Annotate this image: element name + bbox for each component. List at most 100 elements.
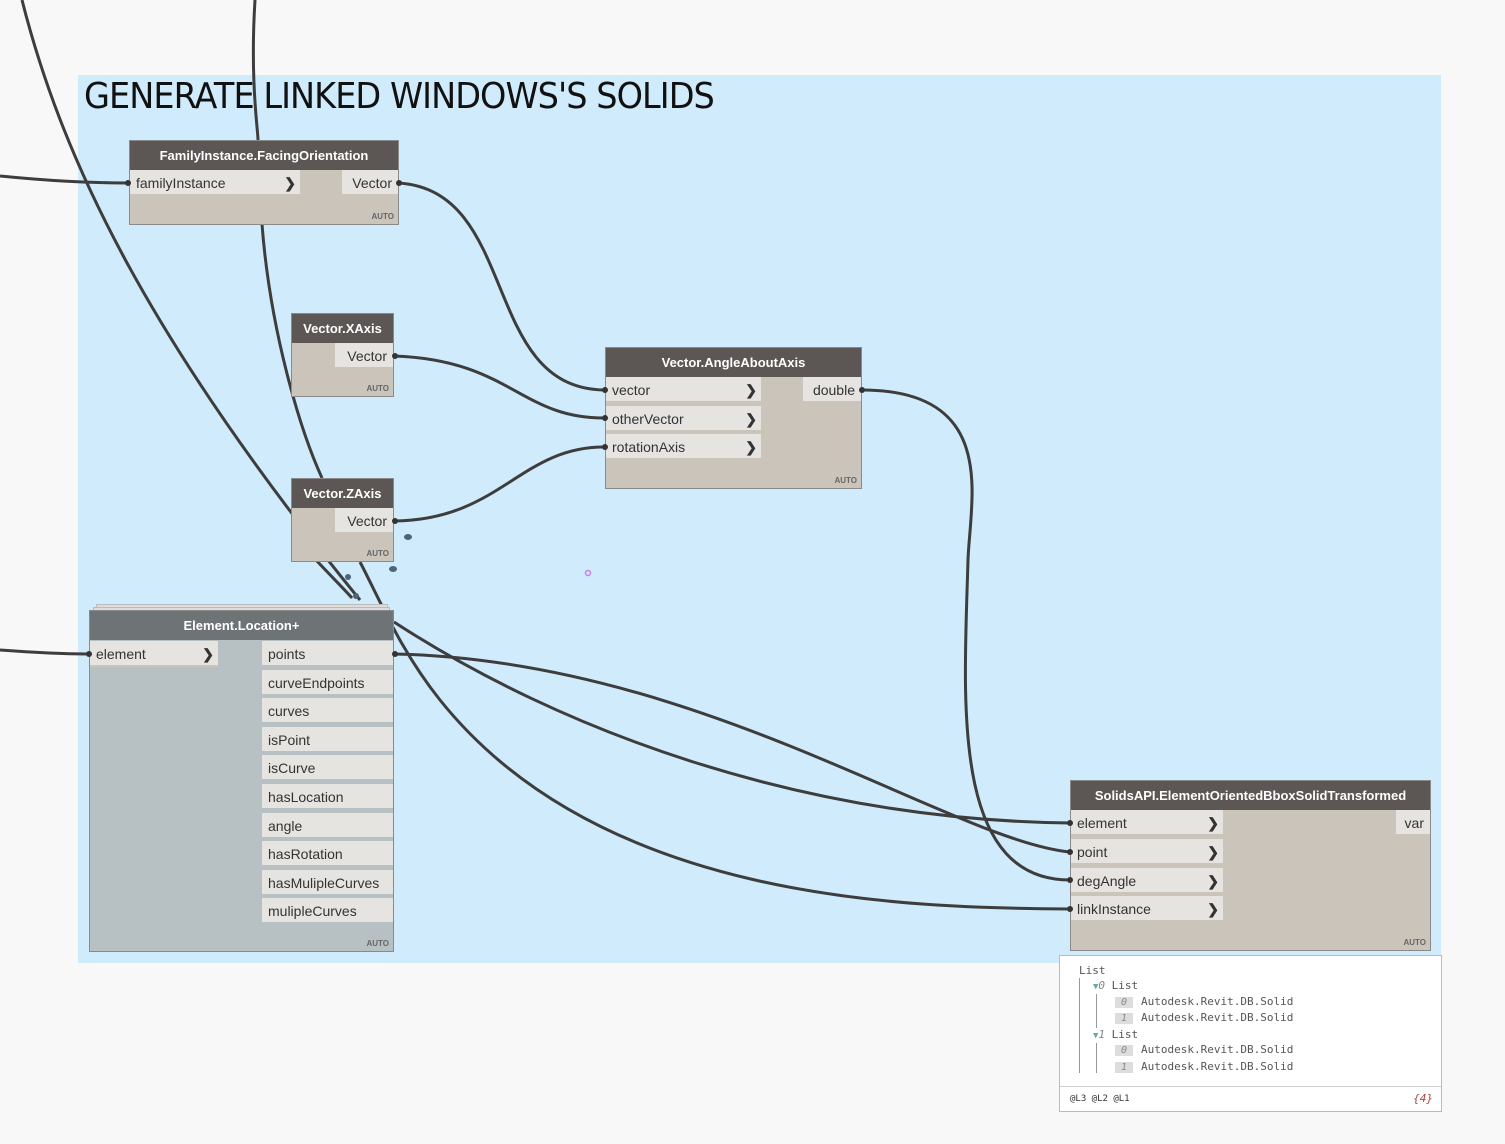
chevron-right-icon: ❯ (1207, 901, 1219, 917)
node-element-location[interactable]: Element.Location+ element ❯ points curve… (89, 610, 394, 952)
preview-item-value: Autodesk.Revit.DB.Solid (1141, 995, 1294, 1008)
output-port-hasrotation[interactable]: hasRotation (262, 841, 393, 867)
port-label: point (1077, 844, 1108, 860)
lacing-label: AUTO (366, 384, 389, 393)
port-label: element (96, 646, 146, 662)
node-title: SolidsAPI.ElementOrientedBboxSolidTransf… (1071, 781, 1430, 810)
preview-item-index: 0 (1115, 1045, 1133, 1056)
wire-in-element (0, 648, 89, 656)
preview-footer: @L3 @L2 @L1 {4} (1060, 1086, 1441, 1111)
output-port-iscurve[interactable]: isCurve (262, 755, 393, 781)
port-label: Vector (347, 348, 387, 364)
output-port-points[interactable]: points (262, 641, 393, 667)
preview-root-label: List (1079, 964, 1106, 977)
port-label: curves (268, 703, 310, 719)
port-label: rotationAxis (612, 439, 686, 455)
preview-item-index: 0 (1115, 997, 1133, 1008)
input-port-othervector[interactable]: otherVector ❯ (606, 406, 761, 432)
port-pin (396, 180, 402, 186)
output-port-haslocation[interactable]: hasLocation (262, 784, 393, 810)
preview-list-index: 1 (1098, 1028, 1106, 1041)
input-port-degangle[interactable]: degAngle ❯ (1071, 868, 1223, 894)
port-pin (86, 651, 92, 657)
preview-item-value: Autodesk.Revit.DB.Solid (1141, 1011, 1294, 1024)
output-port-hasmuliplecurves[interactable]: hasMulipleCurves (262, 870, 393, 896)
input-port-element[interactable]: element ❯ (90, 641, 218, 667)
output-port-var[interactable]: var (1396, 810, 1430, 836)
port-pin (602, 415, 608, 421)
output-port-curves[interactable]: curves (262, 698, 393, 724)
port-pin (125, 180, 131, 186)
lacing-label: AUTO (366, 549, 389, 558)
node-title: Element.Location+ (90, 611, 393, 640)
preview-list-label: List (1111, 979, 1139, 992)
lacing-label: AUTO (1403, 938, 1426, 947)
output-port-vector[interactable]: Vector (335, 343, 393, 369)
output-port-curveendpoints[interactable]: curveEndpoints (262, 670, 393, 696)
port-label: isCurve (268, 760, 316, 776)
output-port-muliplecurves[interactable]: mulipleCurves (262, 898, 393, 924)
output-port-ispoint[interactable]: isPoint (262, 727, 393, 753)
output-port-vector[interactable]: Vector (335, 508, 393, 534)
port-label: mulipleCurves (268, 903, 357, 919)
node-vector-xaxis[interactable]: Vector.XAxis Vector AUTO (291, 313, 394, 397)
port-label: hasMulipleCurves (268, 875, 380, 891)
port-label: linkInstance (1077, 901, 1151, 917)
group-title[interactable]: GENERATE LINKED WINDOWS'S SOLIDS (84, 76, 715, 117)
preview-item: 0 Autodesk.Revit.DB.Solid (1115, 995, 1293, 1008)
node-title: Vector.AngleAboutAxis (606, 348, 861, 377)
node-facing-orientation[interactable]: FamilyInstance.FacingOrientation familyI… (129, 140, 399, 225)
lacing-label: AUTO (834, 476, 857, 485)
port-pin (1067, 877, 1073, 883)
node-angle-about-axis[interactable]: Vector.AngleAboutAxis vector ❯ otherVect… (605, 347, 862, 489)
chevron-right-icon: ❯ (1207, 873, 1219, 889)
port-label: hasRotation (268, 846, 343, 862)
preview-list-label: List (1111, 1028, 1139, 1041)
port-label: vector (612, 382, 651, 398)
port-pin (602, 387, 608, 393)
node-solids-api[interactable]: SolidsAPI.ElementOrientedBboxSolidTransf… (1070, 780, 1431, 951)
chevron-right-icon: ❯ (284, 175, 296, 191)
node-vector-zaxis[interactable]: Vector.ZAxis Vector AUTO (291, 478, 394, 562)
input-port-point[interactable]: point ❯ (1071, 839, 1223, 865)
node-title: FamilyInstance.FacingOrientation (130, 141, 398, 170)
input-port-vector[interactable]: vector ❯ (606, 377, 761, 403)
input-port-linkinstance[interactable]: linkInstance ❯ (1071, 896, 1223, 922)
port-label: familyInstance (136, 175, 226, 191)
chevron-down-icon[interactable]: ▼ (1093, 982, 1099, 992)
port-pin (602, 444, 608, 450)
preview-list-1[interactable]: ▼1 List (1093, 1028, 1138, 1041)
input-port-familyinstance[interactable]: familyInstance ❯ (130, 170, 300, 196)
port-label: otherVector (612, 411, 684, 427)
lacing-label: AUTO (366, 939, 389, 948)
port-pin (392, 651, 398, 657)
port-pin (392, 353, 398, 359)
chevron-right-icon: ❯ (1207, 815, 1219, 831)
output-port-angle[interactable]: angle (262, 813, 393, 839)
port-pin (1067, 820, 1073, 826)
preview-levels[interactable]: @L3 @L2 @L1 (1070, 1094, 1130, 1104)
port-label: points (268, 646, 306, 662)
port-pin (1067, 849, 1073, 855)
port-label: isPoint (268, 732, 311, 748)
port-pin (392, 518, 398, 524)
output-port-double[interactable]: double (803, 377, 861, 403)
input-port-rotationaxis[interactable]: rotationAxis ❯ (606, 434, 761, 460)
port-label: degAngle (1077, 873, 1137, 889)
input-port-element[interactable]: element ❯ (1071, 810, 1223, 836)
chevron-right-icon: ❯ (202, 646, 214, 662)
chevron-down-icon[interactable]: ▼ (1093, 1031, 1099, 1041)
preview-list-0[interactable]: ▼0 List (1093, 979, 1138, 992)
chevron-right-icon: ❯ (1207, 844, 1219, 860)
port-pin (859, 387, 865, 393)
output-port-vector[interactable]: Vector (342, 170, 398, 196)
node-title: Vector.XAxis (292, 314, 393, 343)
tree-line (1079, 978, 1080, 1073)
port-label: hasLocation (268, 789, 344, 805)
port-label: curveEndpoints (268, 675, 365, 691)
port-label: angle (268, 818, 303, 834)
